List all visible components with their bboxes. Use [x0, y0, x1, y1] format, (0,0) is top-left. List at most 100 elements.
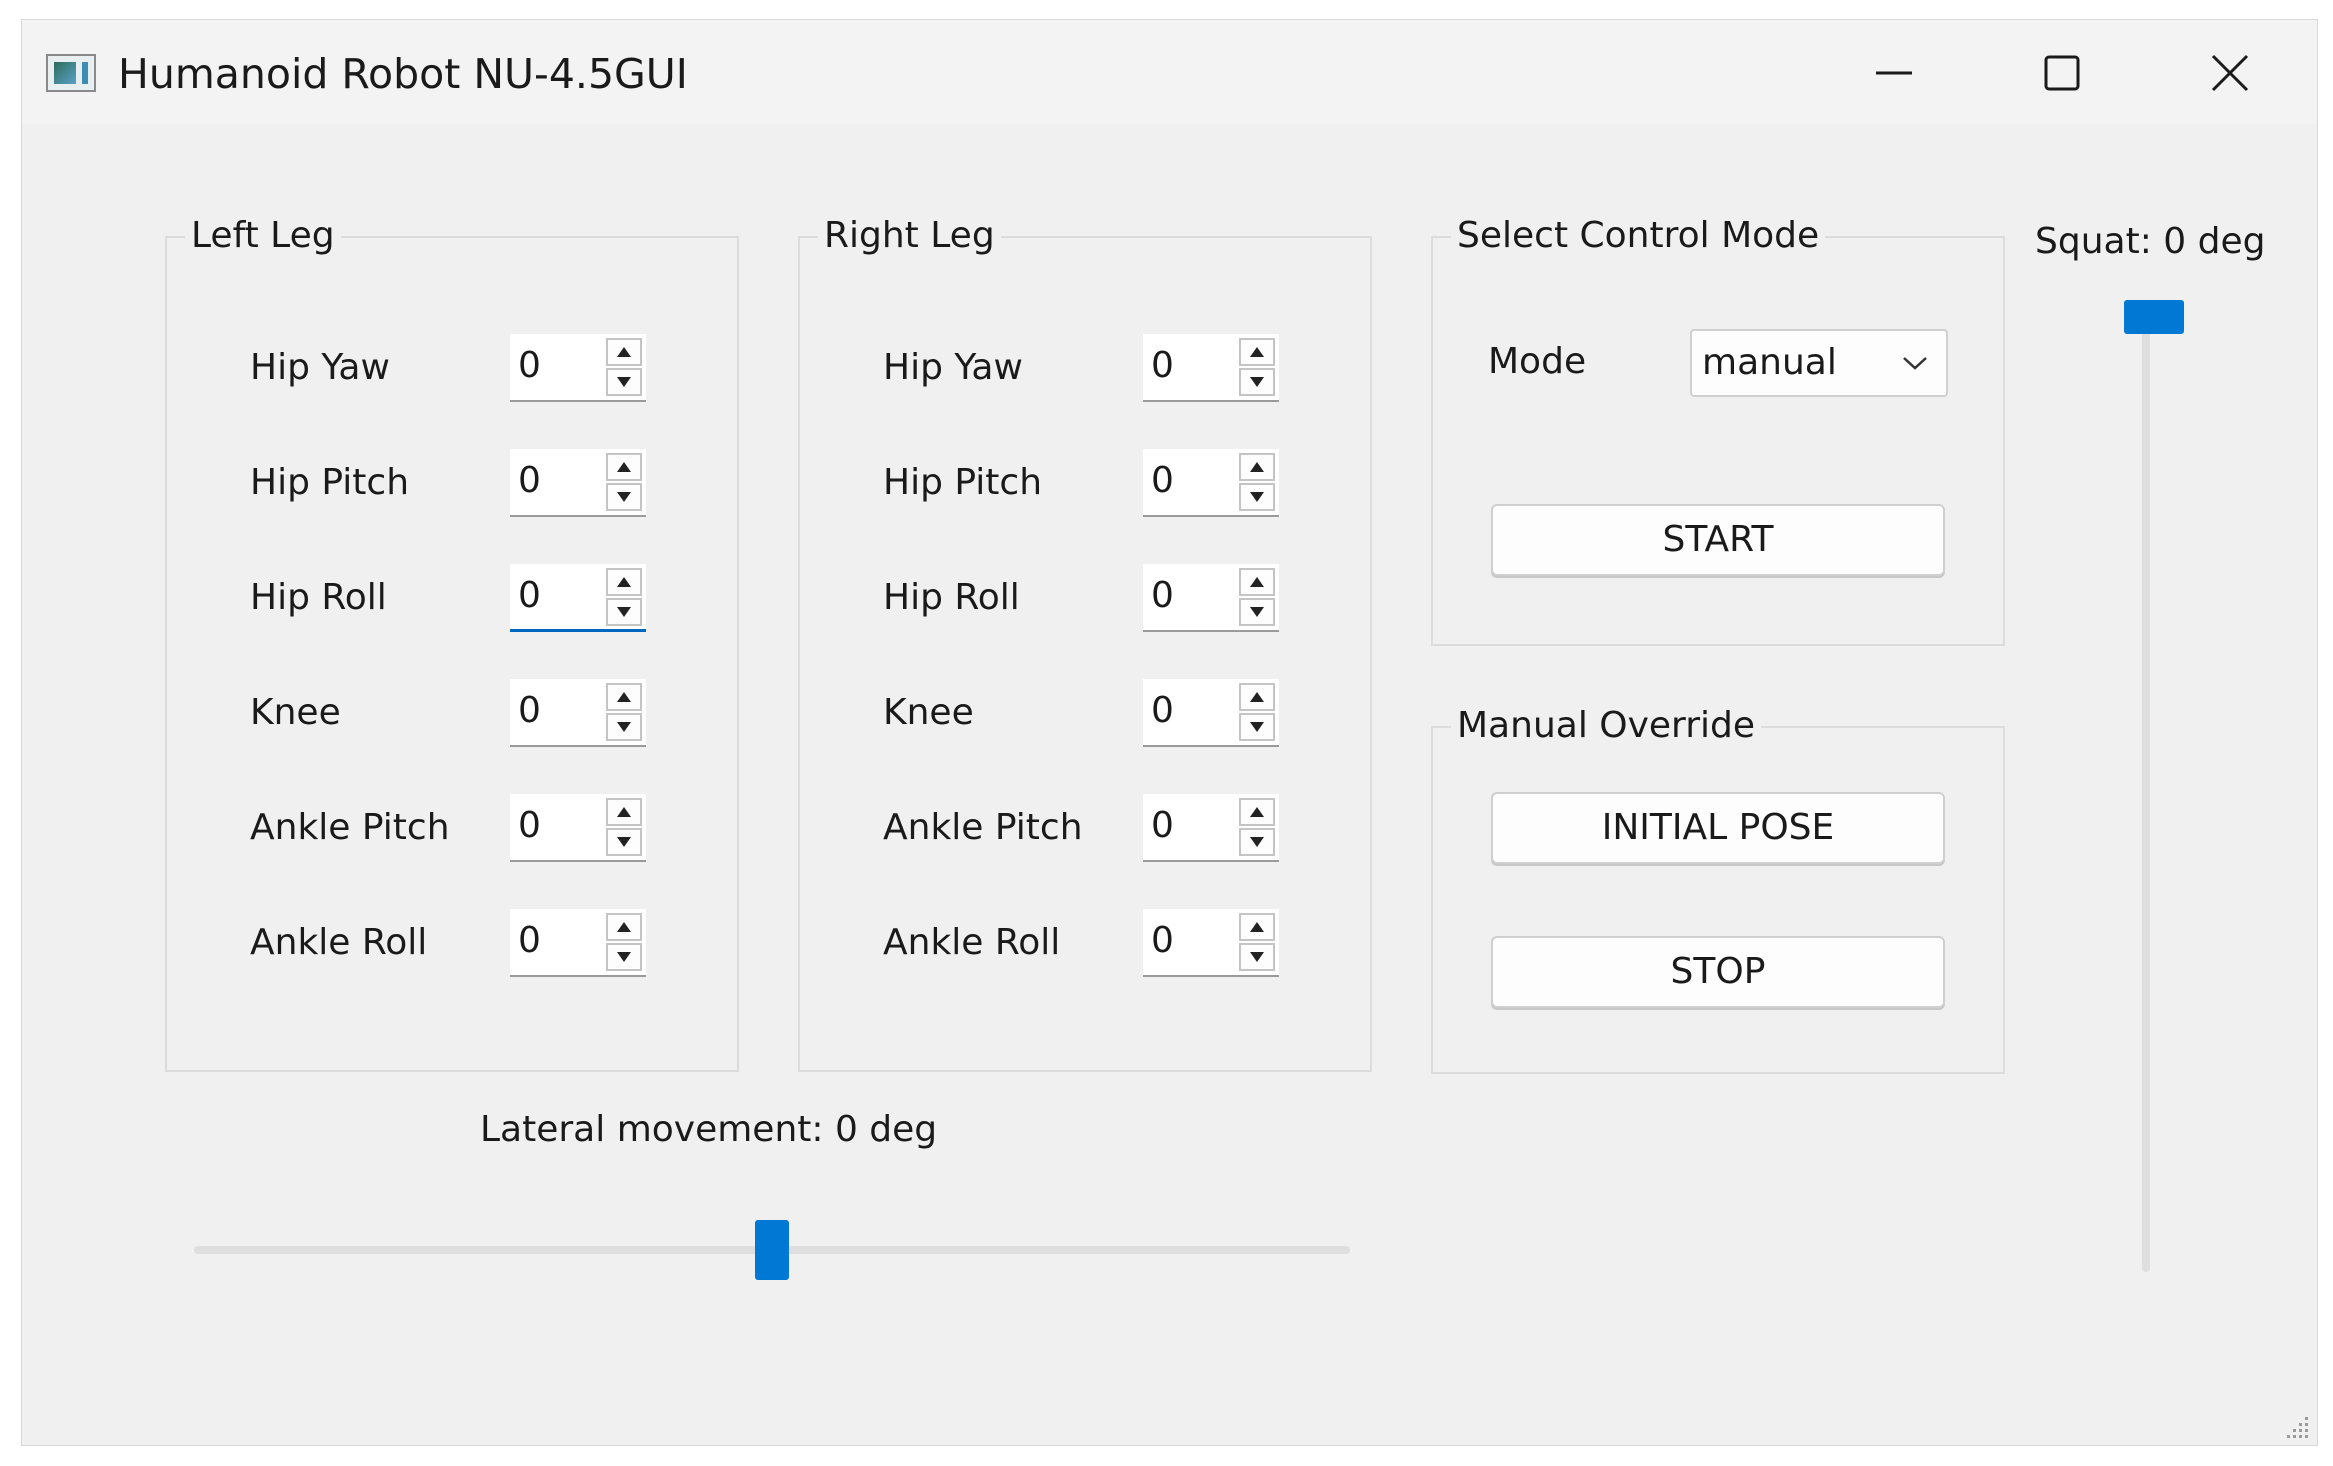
mode-select[interactable]: manual — [1690, 329, 1948, 397]
spinbox-value: 0 — [1151, 459, 1174, 503]
arrow-down-icon — [1249, 951, 1265, 963]
spinbox-value: 0 — [518, 804, 541, 848]
arrow-up-icon — [1249, 691, 1265, 703]
arrow-up-icon — [616, 806, 632, 818]
arrow-up-icon — [1249, 921, 1265, 933]
left-knee-spinbox[interactable]: 0 — [510, 679, 646, 747]
left-leg-title: Left Leg — [185, 214, 341, 258]
right-leg-title: Right Leg — [818, 214, 1001, 258]
arrow-up-icon — [616, 576, 632, 588]
right-ankle-roll-spinbox[interactable]: 0 — [1143, 909, 1279, 977]
right-hip-roll-label: Hip Roll — [883, 576, 1020, 620]
spinbox-value: 0 — [518, 459, 541, 503]
arrow-up-icon — [616, 461, 632, 473]
arrow-down-icon — [1249, 836, 1265, 848]
spinbox-value: 0 — [518, 344, 541, 388]
spin-up-button[interactable] — [606, 798, 642, 826]
right-knee-spinbox[interactable]: 0 — [1143, 679, 1279, 747]
app-window: Humanoid Robot NU-4.5GUI Left Leg Right … — [22, 20, 2317, 1445]
arrow-down-icon — [1249, 376, 1265, 388]
maximize-icon — [2042, 53, 2082, 93]
arrow-up-icon — [616, 921, 632, 933]
minimize-button[interactable] — [1834, 38, 1954, 108]
right-hip-pitch-spinbox[interactable]: 0 — [1143, 449, 1279, 517]
spin-down-button[interactable] — [606, 483, 642, 511]
right-ankle-roll-label: Ankle Roll — [883, 921, 1060, 965]
resize-grip-icon[interactable] — [2285, 1413, 2311, 1439]
spin-down-button[interactable] — [606, 943, 642, 971]
mode-label: Mode — [1488, 340, 1586, 384]
left-hip-yaw-label: Hip Yaw — [250, 346, 390, 390]
spin-down-button[interactable] — [1239, 483, 1275, 511]
spinbox-value: 0 — [1151, 574, 1174, 618]
arrow-down-icon — [1249, 606, 1265, 618]
arrow-down-icon — [616, 836, 632, 848]
squat-slider-handle[interactable] — [2124, 300, 2184, 334]
left-ankle-roll-spinbox[interactable]: 0 — [510, 909, 646, 977]
lateral-slider-handle[interactable] — [755, 1220, 789, 1280]
spin-up-button[interactable] — [1239, 338, 1275, 366]
spinbox-value: 0 — [1151, 344, 1174, 388]
initial-pose-button[interactable]: INITIAL POSE — [1491, 792, 1945, 864]
close-button[interactable] — [2170, 38, 2290, 108]
arrow-down-icon — [1249, 721, 1265, 733]
app-icon — [46, 54, 96, 92]
spin-up-button[interactable] — [1239, 913, 1275, 941]
spin-up-button[interactable] — [1239, 568, 1275, 596]
right-ankle-pitch-spinbox[interactable]: 0 — [1143, 794, 1279, 862]
left-ankle-pitch-spinbox[interactable]: 0 — [510, 794, 646, 862]
window-title: Humanoid Robot NU-4.5GUI — [118, 46, 688, 102]
title-bar[interactable]: Humanoid Robot NU-4.5GUI — [22, 20, 2317, 124]
spin-up-button[interactable] — [1239, 798, 1275, 826]
squat-slider-track[interactable] — [2142, 316, 2150, 1272]
spin-down-button[interactable] — [606, 368, 642, 396]
arrow-up-icon — [1249, 461, 1265, 473]
start-button[interactable]: START — [1491, 504, 1945, 576]
squat-label: Squat: 0 deg — [2035, 220, 2265, 264]
stop-button[interactable]: STOP — [1491, 936, 1945, 1008]
control-mode-group: Select Control Mode — [1431, 236, 2005, 646]
left-hip-roll-spinbox[interactable]: 0 — [510, 564, 646, 632]
arrow-up-icon — [1249, 576, 1265, 588]
arrow-down-icon — [616, 721, 632, 733]
left-ankle-pitch-label: Ankle Pitch — [250, 806, 450, 850]
spin-up-button[interactable] — [606, 913, 642, 941]
arrow-up-icon — [616, 691, 632, 703]
manual-override-title: Manual Override — [1451, 704, 1761, 748]
arrow-down-icon — [616, 606, 632, 618]
right-hip-roll-spinbox[interactable]: 0 — [1143, 564, 1279, 632]
close-icon — [2210, 53, 2250, 93]
spinbox-value: 0 — [1151, 689, 1174, 733]
right-knee-label: Knee — [883, 691, 974, 735]
left-knee-label: Knee — [250, 691, 341, 735]
spin-down-button[interactable] — [1239, 368, 1275, 396]
spin-up-button[interactable] — [1239, 683, 1275, 711]
arrow-down-icon — [616, 951, 632, 963]
maximize-button[interactable] — [2002, 38, 2122, 108]
spin-up-button[interactable] — [606, 683, 642, 711]
left-hip-roll-label: Hip Roll — [250, 576, 387, 620]
spin-up-button[interactable] — [1239, 453, 1275, 481]
lateral-movement-label: Lateral movement: 0 deg — [480, 1108, 937, 1152]
spin-down-button[interactable] — [1239, 828, 1275, 856]
spinbox-value: 0 — [518, 919, 541, 963]
right-hip-yaw-label: Hip Yaw — [883, 346, 1023, 390]
arrow-down-icon — [616, 491, 632, 503]
control-mode-title: Select Control Mode — [1451, 214, 1825, 258]
spin-down-button[interactable] — [1239, 713, 1275, 741]
spin-up-button[interactable] — [606, 568, 642, 596]
spin-up-button[interactable] — [606, 453, 642, 481]
chevron-down-icon — [1902, 355, 1928, 371]
left-hip-yaw-spinbox[interactable]: 0 — [510, 334, 646, 402]
spin-down-button[interactable] — [1239, 598, 1275, 626]
spin-down-button[interactable] — [606, 598, 642, 626]
right-hip-yaw-spinbox[interactable]: 0 — [1143, 334, 1279, 402]
spin-down-button[interactable] — [1239, 943, 1275, 971]
spin-down-button[interactable] — [606, 713, 642, 741]
spin-down-button[interactable] — [606, 828, 642, 856]
right-hip-pitch-label: Hip Pitch — [883, 461, 1042, 505]
spin-up-button[interactable] — [606, 338, 642, 366]
arrow-down-icon — [616, 376, 632, 388]
left-hip-pitch-spinbox[interactable]: 0 — [510, 449, 646, 517]
spinbox-value: 0 — [518, 689, 541, 733]
